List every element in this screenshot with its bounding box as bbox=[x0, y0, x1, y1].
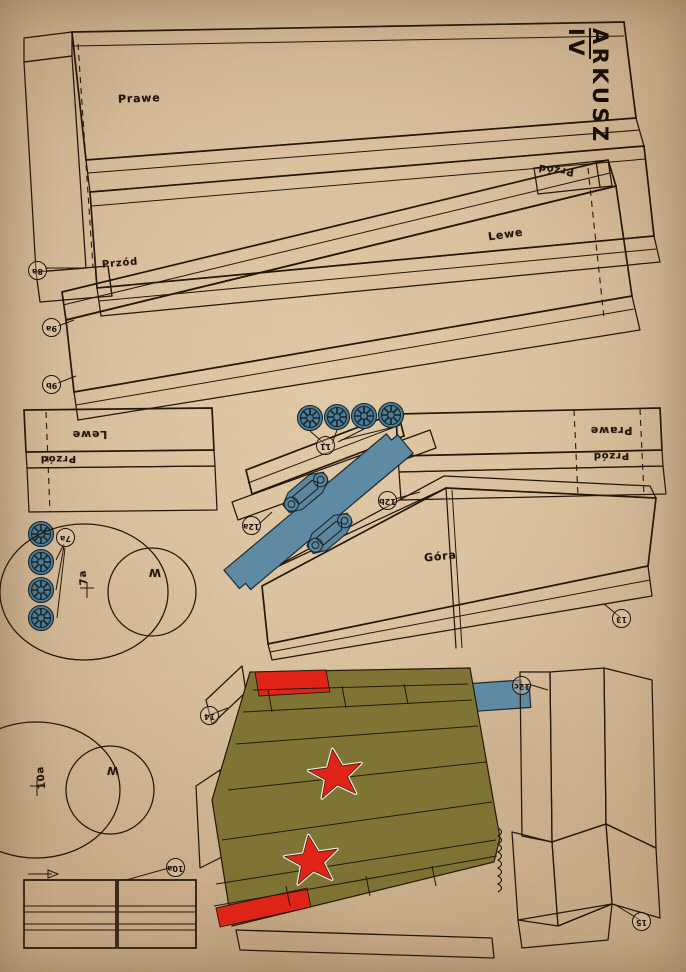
label-turret-hub-lower: W bbox=[106, 764, 119, 777]
part-number-15: 15 bbox=[632, 912, 651, 931]
sheet-title: ARKUSZ IV bbox=[564, 28, 612, 145]
part-number-9a: 9a bbox=[42, 318, 61, 337]
part-number-10a: 10a bbox=[166, 858, 185, 877]
part-number-label: 7a bbox=[60, 533, 71, 543]
sheet-title-text: ARKUSZ bbox=[588, 28, 612, 145]
label-lewe-mid-left: Lewe bbox=[72, 428, 108, 441]
part-number-label: 15 bbox=[635, 917, 648, 927]
part-number-label: 10a bbox=[167, 863, 184, 873]
part-number-label: 9a bbox=[46, 323, 57, 333]
part-number-12b: 12b bbox=[378, 491, 397, 510]
label-prawe-top: Prawe bbox=[117, 91, 161, 106]
part-number-label: 14 bbox=[203, 711, 216, 721]
part-number-9b: 9b bbox=[42, 375, 61, 394]
part-number-7a: 7a bbox=[56, 528, 75, 547]
part-number-8a: 8a bbox=[28, 261, 47, 280]
part-number-11: 11 bbox=[316, 436, 335, 455]
part-number-label: 12b bbox=[379, 496, 396, 506]
label-prawe-mid-right: Prawe bbox=[590, 424, 633, 437]
part-number-label: 9b bbox=[45, 380, 58, 390]
part-number-14: 14 bbox=[200, 706, 219, 725]
part-number-label: 12c bbox=[513, 681, 530, 691]
part-number-label: 12a bbox=[243, 521, 260, 531]
label-part-7a: 7a bbox=[77, 569, 90, 586]
part-number-13: 13 bbox=[612, 609, 631, 628]
label-przod-mid-right: Przód bbox=[593, 450, 630, 461]
label-part-10a: 10a bbox=[34, 765, 49, 790]
label-turret-hub-upper: W bbox=[148, 566, 161, 579]
label-przod-mid-left: Przód bbox=[40, 453, 77, 464]
part-number-label: 11 bbox=[319, 441, 332, 451]
sheet-number: IV bbox=[564, 28, 591, 60]
part-number-12a: 12a bbox=[242, 516, 261, 535]
part-number-label: 8a bbox=[32, 266, 43, 276]
part-number-12c: 12c bbox=[512, 676, 531, 695]
part-number-label: 13 bbox=[615, 614, 628, 624]
